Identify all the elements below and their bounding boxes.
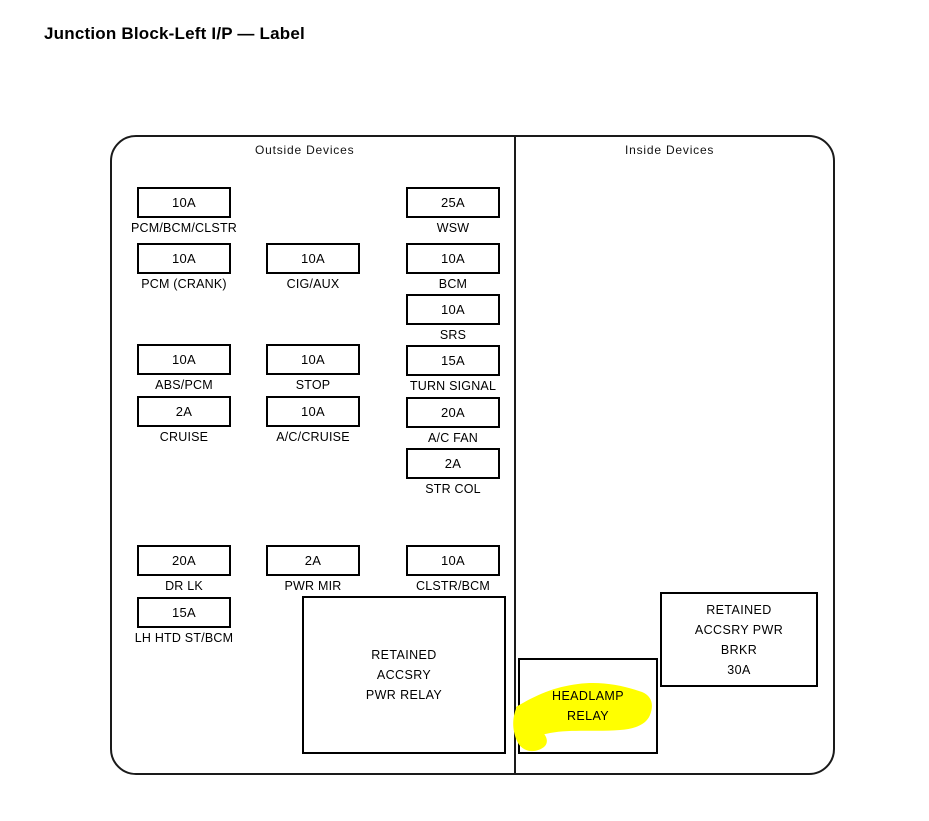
fuse-label: WSW	[436, 221, 470, 235]
junction-block-diagram: Outside Devices Inside Devices 10A PCM/B…	[110, 135, 835, 775]
fuse-rating: 20A	[137, 545, 231, 576]
fuse-rating: 2A	[406, 448, 500, 479]
fuse-rating: 10A	[137, 344, 231, 375]
fuse-label: A/C/CRUISE	[276, 430, 350, 444]
fuse-rating: 20A	[406, 397, 500, 428]
fuse-rating: 10A	[137, 243, 231, 274]
fuse-label: CLSTR/BCM	[415, 579, 491, 593]
headlamp-relay-box[interactable]: HEADLAMP RELAY	[518, 658, 658, 754]
relay-line: ACCSRY PWR	[694, 622, 784, 637]
fuse-pwr-mir[interactable]: 2A PWR MIR	[266, 545, 360, 593]
fuse-turn-signal[interactable]: 15A TURN SIGNAL	[406, 345, 500, 393]
fuse-abs-pcm[interactable]: 10A ABS/PCM	[137, 344, 231, 392]
section-divider	[514, 137, 516, 775]
fuse-str-col[interactable]: 2A STR COL	[406, 448, 500, 496]
fuse-label: STOP	[295, 378, 331, 392]
relay-line: PWR RELAY	[365, 688, 443, 702]
fuse-ac-cruise[interactable]: 10A A/C/CRUISE	[266, 396, 360, 444]
fuse-dr-lk[interactable]: 20A DR LK	[137, 545, 231, 593]
fuse-rating: 10A	[137, 187, 231, 218]
page-title: Junction Block-Left I/P — Label	[44, 24, 305, 43]
relay-line: HEADLAMP	[552, 689, 624, 703]
fuse-rating: 10A	[406, 243, 500, 274]
relay-line: ACCSRY	[376, 668, 432, 682]
fuse-label: ABS/PCM	[155, 378, 213, 392]
fuse-label: CRUISE	[159, 430, 209, 444]
relay-line: RETAINED	[371, 648, 437, 662]
fuse-label: TURN SIGNAL	[409, 379, 497, 393]
section-header-outside-devices: Outside Devices	[255, 143, 355, 157]
fuse-srs[interactable]: 10A SRS	[406, 294, 500, 342]
fuse-rating: 25A	[406, 187, 500, 218]
relay-line: RELAY	[566, 709, 610, 723]
fuse-rating: 2A	[266, 545, 360, 576]
fuse-pcm-bcm-clstr[interactable]: 10A PCM/BCM/CLSTR	[131, 187, 237, 235]
fuse-rating: 10A	[266, 396, 360, 427]
fuse-lh-htd-st-bcm[interactable]: 15A LH HTD ST/BCM	[135, 597, 233, 645]
fuse-label: PCM/BCM/CLSTR	[130, 221, 238, 235]
fuse-label: CIG/AUX	[286, 277, 340, 291]
section-header-inside-devices: Inside Devices	[625, 143, 715, 157]
relay-line: RETAINED	[706, 602, 772, 617]
fuse-label: A/C FAN	[427, 431, 479, 445]
fuse-label: BCM	[438, 277, 468, 291]
fuse-wsw[interactable]: 25A WSW	[406, 187, 500, 235]
fuse-clstr-bcm[interactable]: 10A CLSTR/BCM	[406, 545, 500, 593]
fuse-label: DR LK	[165, 579, 203, 593]
fuse-rating: 10A	[406, 294, 500, 325]
relay-line: 30A	[727, 662, 751, 677]
fuse-stop[interactable]: 10A STOP	[266, 344, 360, 392]
fuse-label: LH HTD ST/BCM	[134, 631, 234, 645]
fuse-cruise[interactable]: 2A CRUISE	[137, 396, 231, 444]
fuse-rating: 10A	[266, 344, 360, 375]
fuse-label: PCM (CRANK)	[141, 277, 227, 291]
retained-accsry-pwr-brkr-box[interactable]: RETAINED ACCSRY PWR BRKR 30A	[660, 592, 818, 687]
fuse-rating: 10A	[406, 545, 500, 576]
fuse-rating: 15A	[406, 345, 500, 376]
fuse-label: PWR MIR	[284, 579, 342, 593]
fuse-rating: 15A	[137, 597, 231, 628]
retained-accsry-pwr-relay-box[interactable]: RETAINED ACCSRY PWR RELAY	[302, 596, 506, 754]
relay-line: BRKR	[720, 642, 758, 657]
fuse-label: STR COL	[425, 482, 481, 496]
fuse-bcm[interactable]: 10A BCM	[406, 243, 500, 291]
fuse-label: SRS	[439, 328, 467, 342]
fuse-pcm-crank[interactable]: 10A PCM (CRANK)	[137, 243, 231, 291]
fuse-cig-aux[interactable]: 10A CIG/AUX	[266, 243, 360, 291]
fuse-ac-fan[interactable]: 20A A/C FAN	[406, 397, 500, 445]
fuse-rating: 2A	[137, 396, 231, 427]
fuse-rating: 10A	[266, 243, 360, 274]
